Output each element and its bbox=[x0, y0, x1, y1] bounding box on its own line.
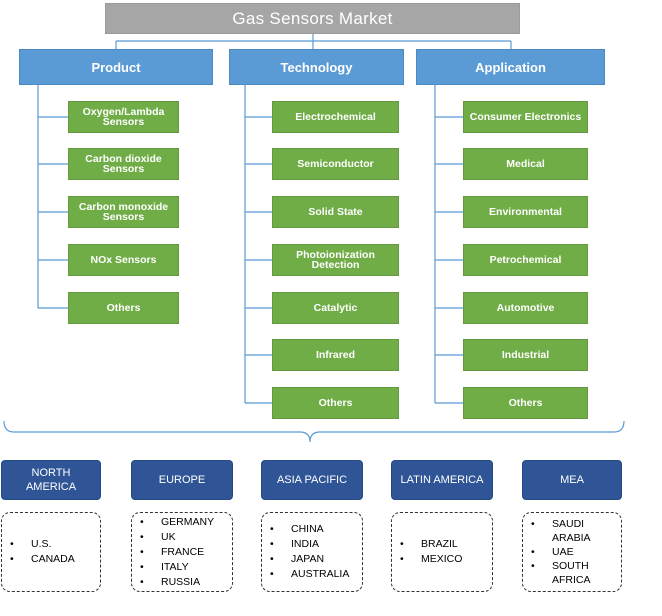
category-technology: Technology bbox=[229, 49, 404, 85]
country-item: SAUDI ARABIA bbox=[529, 517, 608, 545]
leaf-product-nox: NOx Sensors bbox=[68, 244, 179, 276]
leaf-app-medical: Medical bbox=[463, 148, 588, 180]
country-item: UK bbox=[138, 530, 214, 545]
leaf-tech-others: Others bbox=[272, 387, 399, 419]
diagram-title: Gas Sensors Market bbox=[105, 3, 520, 34]
country-list-north-america: U.S. CANADA bbox=[1, 512, 101, 592]
category-product: Product bbox=[19, 49, 213, 85]
country-item: FRANCE bbox=[138, 545, 214, 560]
leaf-product-oxygen-lambda: Oxygen/Lambda Sensors bbox=[68, 101, 179, 133]
leaf-tech-electrochemical: Electrochemical bbox=[272, 101, 399, 133]
country-item: MEXICO bbox=[398, 552, 462, 567]
country-list-europe: GERMANY UK FRANCE ITALY RUSSIA bbox=[131, 512, 233, 592]
country-item: UAE bbox=[529, 545, 608, 559]
leaf-tech-infrared: Infrared bbox=[272, 339, 399, 371]
leaf-app-industrial: Industrial bbox=[463, 339, 588, 371]
country-list-mea: SAUDI ARABIA UAE SOUTH AFRICA bbox=[522, 512, 622, 592]
leaf-tech-solid-state: Solid State bbox=[272, 196, 399, 228]
country-item: BRAZIL bbox=[398, 537, 462, 552]
region-asia-pacific: ASIA PACIFIC bbox=[261, 460, 363, 500]
leaf-app-petrochemical: Petrochemical bbox=[463, 244, 588, 276]
leaf-app-automotive: Automotive bbox=[463, 292, 588, 324]
leaf-app-consumer-electronics: Consumer Electronics bbox=[463, 101, 588, 133]
country-item: ITALY bbox=[138, 560, 214, 575]
country-item: RUSSIA bbox=[138, 575, 214, 590]
region-mea: MEA bbox=[522, 460, 622, 500]
country-item: CHINA bbox=[268, 522, 349, 537]
country-list-latin-america: BRAZIL MEXICO bbox=[391, 512, 493, 592]
region-europe: EUROPE bbox=[131, 460, 233, 500]
country-item: CANADA bbox=[8, 552, 75, 567]
leaf-product-others: Others bbox=[68, 292, 179, 324]
region-north-america: NORTH AMERICA bbox=[1, 460, 101, 500]
country-item: SOUTH AFRICA bbox=[529, 559, 608, 587]
country-item: JAPAN bbox=[268, 552, 349, 567]
category-application: Application bbox=[416, 49, 605, 85]
leaf-product-carbon-dioxide: Carbon dioxide Sensors bbox=[68, 148, 179, 180]
leaf-app-environmental: Environmental bbox=[463, 196, 588, 228]
country-item: GERMANY bbox=[138, 515, 214, 530]
country-item: U.S. bbox=[8, 537, 75, 552]
country-item: INDIA bbox=[268, 537, 349, 552]
leaf-tech-catalytic: Catalytic bbox=[272, 292, 399, 324]
leaf-product-carbon-monoxide: Carbon monoxide Sensors bbox=[68, 196, 179, 228]
country-list-asia-pacific: CHINA INDIA JAPAN AUSTRALIA bbox=[261, 512, 363, 592]
leaf-tech-photoionization: Photoionization Detection bbox=[272, 244, 399, 276]
leaf-tech-semiconductor: Semiconductor bbox=[272, 148, 399, 180]
leaf-app-others: Others bbox=[463, 387, 588, 419]
region-latin-america: LATIN AMERICA bbox=[391, 460, 493, 500]
country-item: AUSTRALIA bbox=[268, 567, 349, 582]
